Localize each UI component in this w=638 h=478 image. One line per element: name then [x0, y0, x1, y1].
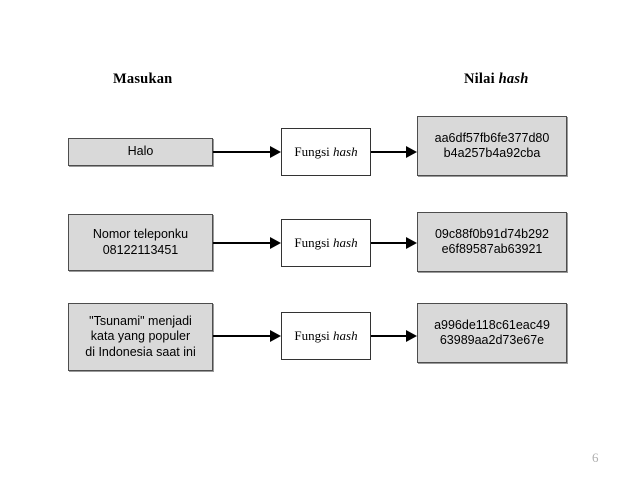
arrow-shaft: [213, 151, 270, 153]
arrow-function-to-hash-row-3: [371, 330, 417, 342]
function-box-row-1-label-italic: hash: [333, 144, 358, 159]
arrow-function-to-hash-row-2: [371, 237, 417, 249]
arrow-head-icon: [406, 146, 417, 158]
hash-value-box-row-1: aa6df57fb6fe377d80 b4a257b4a92cba: [417, 116, 567, 176]
arrow-shaft: [213, 242, 270, 244]
column-header-nilai-label: Nilai: [464, 71, 495, 87]
column-header-hash-label: hash: [498, 71, 529, 87]
hash-value-row-1-line-2: b4a257b4a92cba: [443, 146, 541, 160]
arrow-head-icon: [270, 237, 281, 249]
hash-value-row-3-line-2: 63989aa2d73e67e: [439, 333, 545, 347]
function-box-row-2-label-italic: hash: [333, 235, 358, 250]
function-box-row-1-label-plain: Fungsi: [294, 144, 330, 159]
arrow-head-icon: [406, 237, 417, 249]
function-box-row-3-label-italic: hash: [333, 328, 358, 343]
arrow-head-icon: [406, 330, 417, 342]
input-box-row-1-text: Halo: [127, 144, 154, 159]
function-box-row-3-label-plain: Fungsi: [294, 328, 330, 343]
arrow-input-to-function-row-1: [213, 146, 281, 158]
column-header-masukan: Masukan: [113, 71, 172, 88]
input-box-row-2-line-2: 08122113451: [102, 242, 179, 257]
hash-value-row-3-line-1: a996de118c61eac49: [434, 317, 550, 332]
arrow-input-to-function-row-2: [213, 237, 281, 249]
hash-value-box-row-2: 09c88f0b91d74b292 e6f89587ab63921: [417, 212, 567, 272]
hash-value-row-2-line-2: e6f89587ab63921: [441, 242, 543, 256]
arrow-shaft: [371, 151, 406, 153]
input-box-row-3-line-3: di Indonesia saat ini: [85, 344, 196, 359]
input-box-row-3-line-1: "Tsunami" menjadi: [89, 313, 192, 328]
input-box-row-1: Halo: [68, 138, 213, 166]
function-box-row-1: Fungsi hash: [281, 128, 371, 176]
input-box-row-3-line-2: kata yang populer: [90, 329, 191, 344]
hash-value-row-2-line-1: 09c88f0b91d74b292: [434, 226, 549, 241]
arrow-input-to-function-row-3: [213, 330, 281, 342]
function-box-row-3: Fungsi hash: [281, 312, 371, 360]
hash-value-row-1-line-1: aa6df57fb6fe377d80: [434, 130, 550, 145]
arrow-shaft: [213, 335, 270, 337]
function-box-row-2: Fungsi hash: [281, 219, 371, 267]
arrow-head-icon: [270, 330, 281, 342]
arrow-shaft: [371, 335, 406, 337]
page-number: 6: [592, 450, 599, 465]
arrow-head-icon: [270, 146, 281, 158]
hash-value-box-row-3: a996de118c61eac49 63989aa2d73e67e: [417, 303, 567, 363]
function-box-row-2-label-plain: Fungsi: [294, 235, 330, 250]
input-box-row-3: "Tsunami" menjadi kata yang populer di I…: [68, 303, 213, 371]
column-header-masukan-label: Masukan: [113, 71, 173, 87]
input-box-row-2: Nomor teleponku 08122113451: [68, 214, 213, 271]
arrow-shaft: [371, 242, 406, 244]
arrow-function-to-hash-row-1: [371, 146, 417, 158]
input-box-row-2-line-1: Nomor teleponku: [92, 227, 189, 241]
column-header-nilai-hash: Nilai hash: [464, 71, 528, 88]
